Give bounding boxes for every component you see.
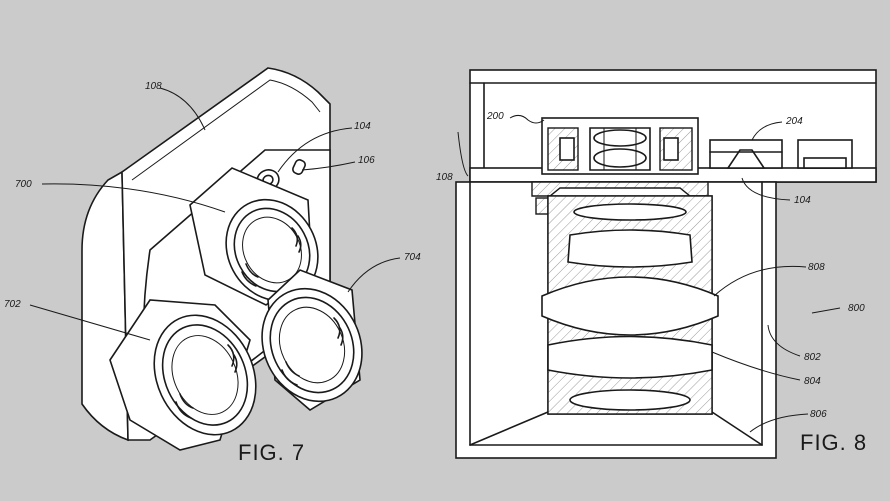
lens-704 (261, 269, 363, 411)
component-right (797, 139, 853, 169)
label-204: 204 (785, 116, 803, 127)
lens-808 (541, 276, 719, 336)
label-104-fig7: 104 (354, 121, 371, 132)
label-200: 200 (486, 111, 504, 122)
label-104-fig8: 104 (794, 195, 811, 206)
fig8-cross-section: 200 204 108 104 808 800 802 804 806 FIG.… (436, 69, 877, 459)
label-700: 700 (15, 179, 32, 190)
fig8-title: FIG. 8 (800, 430, 867, 455)
label-106: 106 (358, 155, 375, 166)
fig7-camera-module: 108 104 106 700 702 704 FIG. 7 (4, 67, 421, 465)
label-804: 804 (804, 376, 821, 387)
fig7-title: FIG. 7 (238, 440, 305, 465)
label-802: 802 (804, 352, 821, 363)
label-808: 808 (808, 262, 825, 273)
label-108-fig7: 108 (145, 81, 162, 92)
label-704: 704 (404, 252, 421, 263)
label-702: 702 (4, 299, 21, 310)
label-108-fig8: 108 (436, 172, 453, 183)
label-800: 800 (848, 303, 865, 314)
lens-702 (109, 299, 257, 451)
mic-106 (292, 159, 306, 175)
label-806: 806 (810, 409, 827, 420)
housing-side (81, 170, 129, 442)
camera-200 (541, 117, 699, 175)
component-204 (709, 139, 783, 169)
